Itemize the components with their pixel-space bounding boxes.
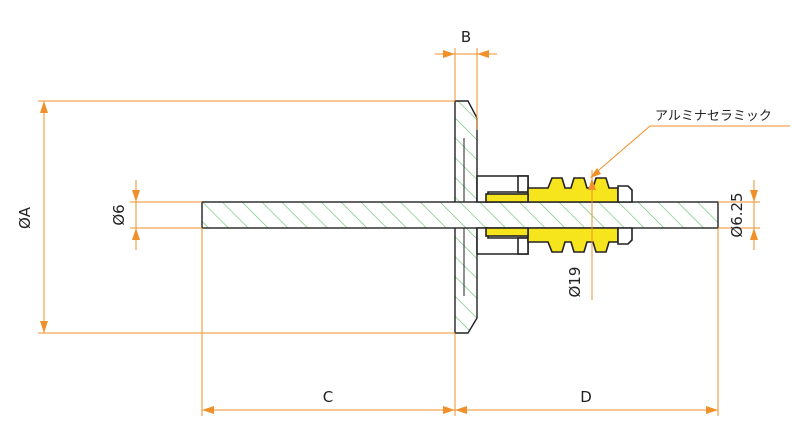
- dim-b-arrow-right: [477, 50, 489, 58]
- ceramic-insert-upper: [485, 193, 529, 203]
- dim-c-arrow-left: [202, 406, 214, 414]
- dim-a-label: ØA: [16, 206, 34, 229]
- sleeve-lower-ring: [517, 237, 529, 255]
- dim-b-arrow-left: [443, 50, 455, 58]
- ceramic-leader: [591, 125, 790, 177]
- terminal-cap-upper: [617, 185, 633, 203]
- dim-625-arrow-bottom: [750, 228, 758, 240]
- dim-d-arrow-left: [455, 406, 467, 414]
- sleeve-upper-ring: [517, 175, 529, 193]
- dim-19-arrow: [588, 178, 596, 190]
- dim-d-arrow-right: [706, 406, 718, 414]
- ceramic-leader-arrow: [590, 168, 601, 178]
- dim-19-label: Ø19: [566, 267, 584, 298]
- dim-6-arrow-top: [132, 190, 140, 202]
- dim-a-arrow-top: [40, 101, 48, 113]
- rod: [201, 201, 719, 229]
- ceramic-lower: [527, 227, 619, 253]
- dim-c-label: C: [323, 388, 333, 406]
- dim-d-label: D: [580, 388, 592, 406]
- dim-a-arrow-bottom: [40, 321, 48, 333]
- ceramic-label: アルミナセラミック: [655, 109, 772, 124]
- ceramic-upper: [527, 177, 619, 203]
- ceramic-insert-lower: [485, 227, 529, 237]
- dim-625-label: Ø6.25: [728, 192, 746, 237]
- dim-6-arrow-bottom: [132, 228, 140, 240]
- terminal-cap-lower: [617, 227, 633, 245]
- dim-625-arrow-top: [750, 190, 758, 202]
- dim-b-label: B: [461, 28, 471, 46]
- dim-6-label: Ø6: [110, 204, 128, 225]
- rod-outline: [201, 201, 719, 229]
- dim-c-arrow-right: [443, 406, 455, 414]
